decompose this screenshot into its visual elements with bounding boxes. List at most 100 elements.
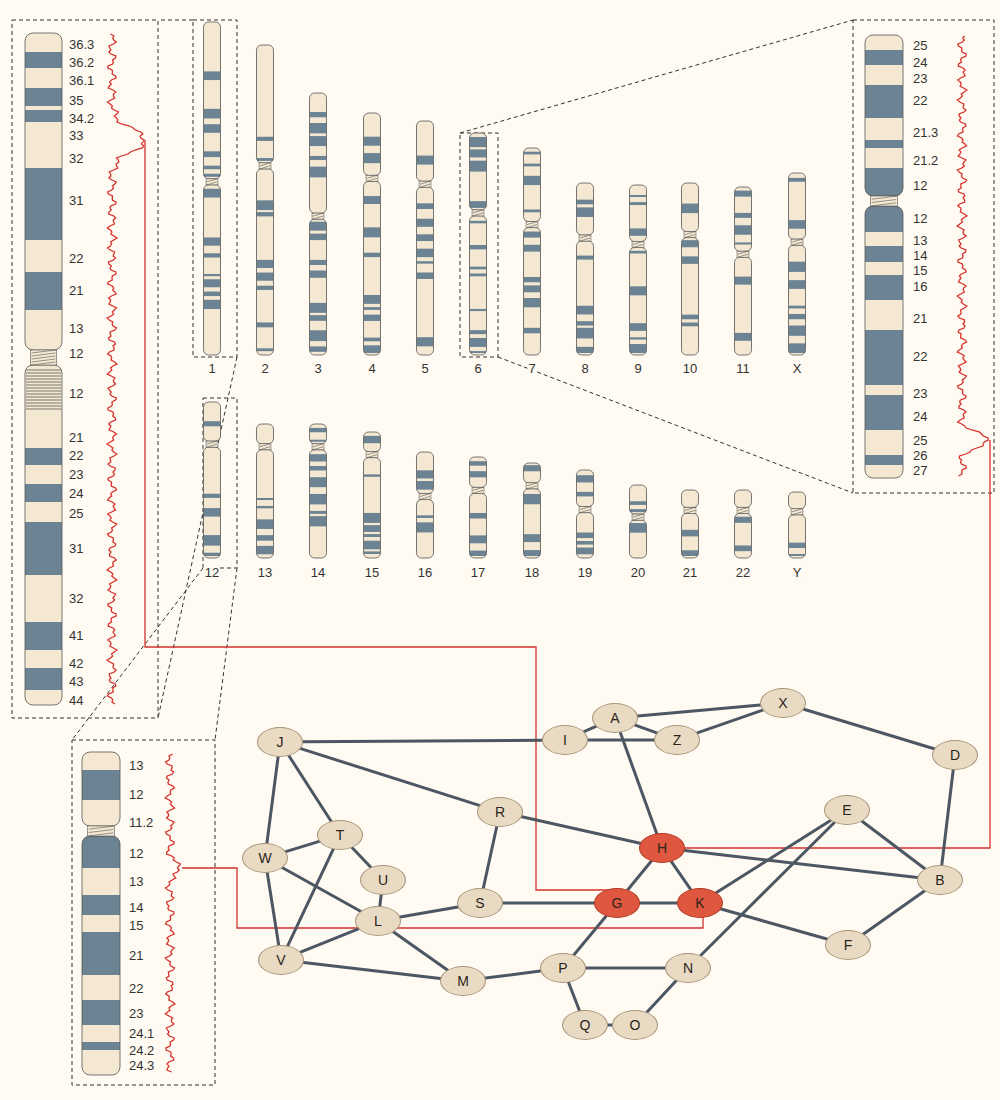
arm-outline (682, 513, 699, 558)
band-label: 24.2 (128, 1044, 155, 1057)
zoom-guide (158, 357, 237, 718)
arm-outline (865, 35, 903, 196)
chromosome-band (865, 206, 903, 232)
chromosome-arm (630, 520, 647, 558)
arm-outline (470, 216, 487, 355)
chromosome-number: 3 (313, 362, 322, 375)
band-label: 21 (68, 431, 84, 444)
chromosome-band (364, 315, 381, 321)
chromosome (417, 121, 434, 355)
arm-outline (470, 457, 487, 487)
centromere-hatch (420, 497, 430, 500)
centromere (632, 242, 644, 248)
band-label: 11.2 (128, 816, 154, 829)
arm-body (630, 520, 647, 558)
gene-node: E (824, 795, 870, 825)
chromosome-band (630, 523, 647, 533)
chromosome-number: 16 (417, 566, 433, 579)
chromosome-band (789, 314, 806, 319)
bands (524, 465, 541, 471)
bands (470, 513, 487, 556)
centromere-hatch (207, 179, 217, 182)
chromosome (417, 452, 434, 558)
chromosome-band (82, 1042, 120, 1050)
node-letter: O (630, 1018, 641, 1032)
chromosome-band (735, 277, 752, 285)
chromosome-number: 8 (580, 362, 589, 375)
bands (364, 436, 381, 443)
chromosome-band (524, 494, 541, 504)
band-label: 22 (68, 449, 84, 462)
band-label: 23 (912, 387, 928, 400)
arm-outline (524, 148, 541, 222)
chromosome-band (524, 550, 541, 556)
highlighted-gene-node: K (677, 888, 723, 918)
arm-body (82, 752, 120, 826)
arm-outline (25, 33, 62, 350)
chromosome-band (417, 272, 434, 278)
chromosome-zoom (82, 752, 120, 1075)
chromosome-band (82, 770, 120, 800)
chromosome-band (470, 201, 487, 208)
centromere-hatch (473, 490, 483, 493)
centromere (579, 235, 591, 241)
zoom-guide (215, 568, 237, 740)
node-letter: N (683, 961, 693, 975)
chromosome (682, 183, 699, 355)
bands (417, 203, 434, 346)
chromosome-band (417, 249, 434, 257)
chromosome-band (204, 124, 221, 133)
chromosome-arm (204, 402, 221, 441)
arm-outline (865, 206, 903, 478)
chromosome-arm (577, 470, 594, 507)
band-label: 13 (128, 759, 144, 772)
centromere-hatch (367, 452, 377, 455)
heterochromatin-stripe (26, 382, 61, 383)
chromosome-band (865, 168, 903, 196)
bands (682, 530, 699, 556)
chromosome-band (364, 295, 381, 304)
chromosome-arm (789, 515, 806, 558)
chromosome-band (577, 328, 594, 339)
bands (789, 178, 806, 229)
chromosome-band (630, 323, 647, 331)
arm-outline (577, 183, 594, 235)
chromosome-band (524, 465, 541, 471)
chromosome-band (682, 323, 699, 327)
band-label: 12 (68, 387, 84, 400)
band-label: 24.3 (128, 1059, 155, 1072)
centromere-hatch (367, 175, 377, 178)
network-link (628, 861, 651, 890)
arm-outline (257, 424, 274, 444)
chromosome-band (25, 448, 62, 465)
arm-outline (204, 22, 221, 179)
chromosome-arm (577, 513, 594, 558)
bands (257, 498, 274, 554)
centromere (419, 494, 431, 500)
arm-body (470, 457, 487, 487)
chromosome-arm (682, 238, 699, 355)
centromere (871, 196, 898, 206)
chromosome-arm (82, 836, 120, 1075)
bands (257, 137, 274, 161)
band-label: 42 (68, 657, 84, 670)
chromosome-arm (364, 432, 381, 452)
chromosome-band (364, 551, 381, 554)
centromere-hatch (473, 487, 483, 490)
arm-body (577, 513, 594, 558)
chromosome-band (257, 273, 274, 281)
arm-outline (735, 490, 752, 507)
node-letter: B (935, 873, 944, 887)
chromosome-band (865, 275, 903, 300)
bands (735, 277, 752, 341)
node-letter: V (276, 953, 285, 967)
centromere-hatch (260, 166, 270, 169)
centromere-hatch (792, 239, 802, 242)
network-link (394, 932, 448, 970)
centromere-hatch (32, 359, 56, 362)
chromosome-band (310, 303, 327, 313)
chromosome-number: 22 (735, 566, 751, 579)
chromosome-zoom (865, 35, 903, 478)
arm-outline (789, 492, 806, 509)
arm-outline (789, 245, 806, 355)
